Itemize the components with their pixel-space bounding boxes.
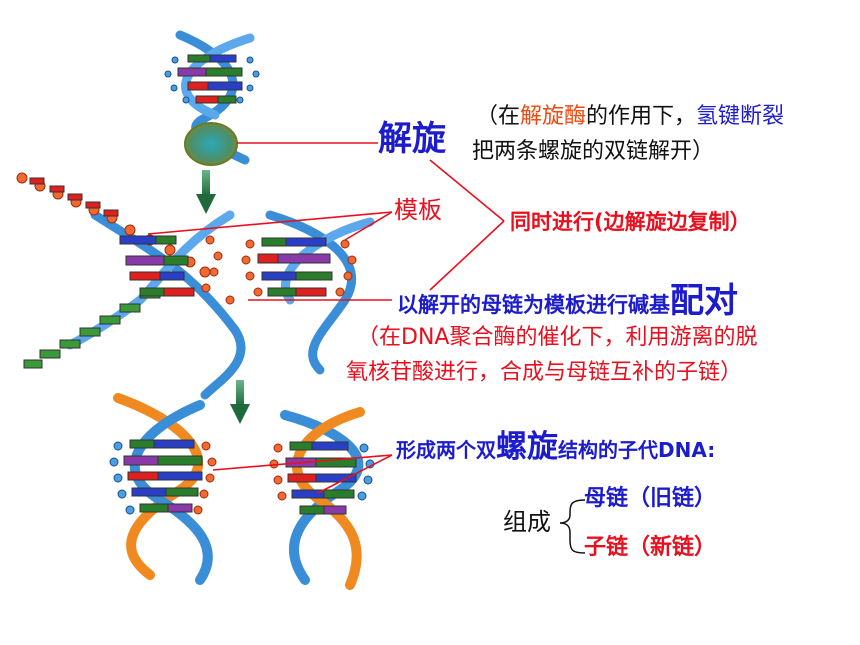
unwind-note-line2: 把两条螺旋的双链解开）	[472, 139, 715, 164]
daughter-dna-helix-left-icon	[109, 393, 217, 585]
pairing-note-line1: （在DNA聚合酶的催化下，利用游离的脱	[357, 325, 758, 350]
pairing-note-line2: 氧核苷酸进行，合成与母链互补的子链）	[346, 360, 743, 385]
helicase-enzyme-icon	[184, 122, 238, 166]
unwind-label: 解旋	[378, 119, 446, 159]
daughter-dna-helix-right-icon	[269, 407, 375, 590]
annotation-lines	[147, 142, 505, 494]
unwinding-right-strands	[241, 210, 375, 375]
down-arrow-icon-2	[230, 380, 250, 424]
result-text: 形成两个双螺旋结构的子代DNA:	[396, 429, 716, 465]
composition-label: 组成	[503, 508, 551, 536]
simultaneous-text: 同时进行(边解旋边复制）	[510, 210, 751, 234]
unwinding-left-strands	[16, 172, 246, 400]
daughter-strand-text: 子链（新链）	[584, 535, 717, 560]
composition-brace	[559, 499, 586, 554]
template-label: 模板	[394, 196, 442, 224]
helicase-text: 解旋酶	[520, 104, 587, 129]
pairing-text: 以解开的母链为模板进行碱基配对	[397, 281, 738, 321]
unwind-note-line1: （在解旋酶的作用下，氢键断裂	[476, 104, 785, 129]
down-arrow-icon	[196, 170, 216, 214]
result-big: 螺旋	[496, 429, 558, 465]
pairing-big: 配对	[670, 281, 738, 321]
hbond-text: 氢键断裂	[696, 104, 785, 129]
parent-strand-text: 母链（旧链）	[584, 486, 717, 511]
